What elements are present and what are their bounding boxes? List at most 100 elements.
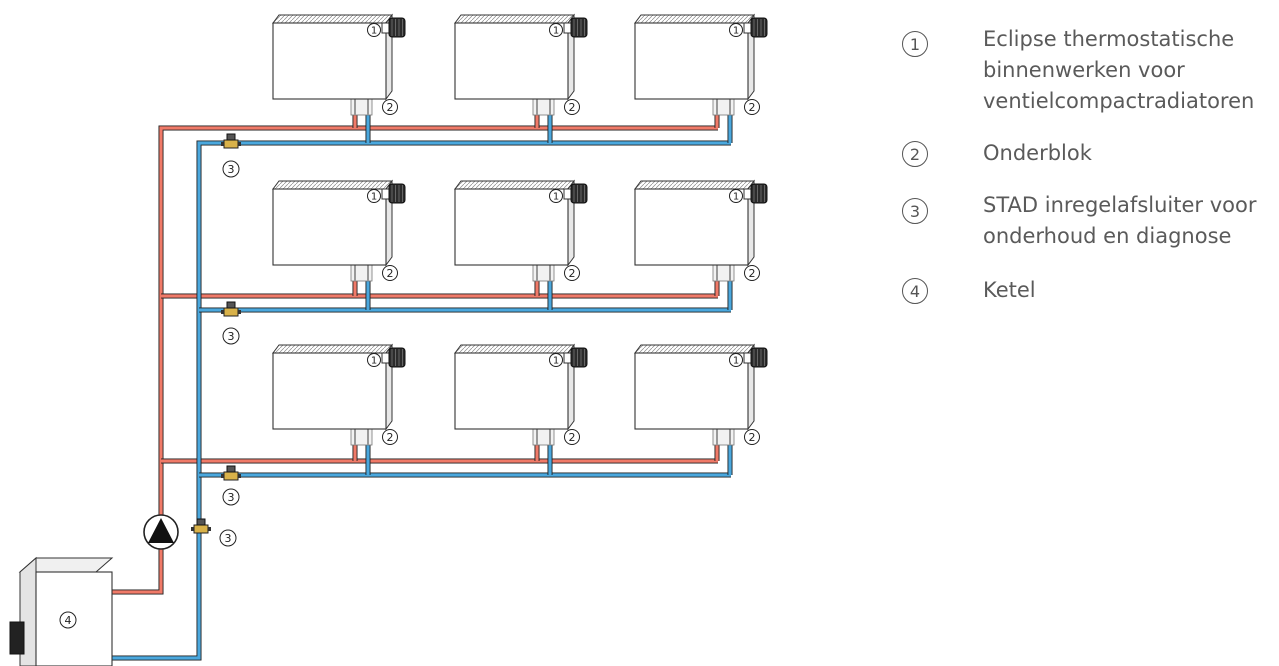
callout-label: 2 — [387, 267, 394, 280]
thermostat-knob — [388, 347, 406, 368]
valve-port — [191, 527, 194, 531]
legend-text-3: STAD inregelafsluiter voor onderhoud en … — [983, 190, 1279, 252]
callout-circle — [564, 265, 580, 281]
callout-circle — [744, 265, 760, 281]
callout-circle — [367, 189, 381, 203]
callout-circle — [382, 429, 398, 445]
thermostat-knob — [570, 183, 588, 204]
radiator-front — [454, 352, 569, 430]
callout-label: 4 — [65, 614, 72, 627]
radiator-top — [454, 344, 575, 354]
callout-label: 1 — [733, 192, 739, 203]
thermostat-knob — [750, 17, 768, 38]
thermostat-head-icon — [743, 17, 768, 38]
thermostat-head-icon — [563, 347, 588, 368]
callout-circle — [382, 99, 398, 115]
valve-body — [223, 307, 239, 317]
stad-valve-icon: 3 — [221, 133, 241, 178]
callout-label: 2 — [569, 267, 576, 280]
radiator-top — [634, 344, 755, 354]
callout-circle — [222, 327, 240, 345]
callout-label: 3 — [228, 163, 235, 176]
callout-circle — [744, 99, 760, 115]
callout-number: 3 — [222, 160, 240, 178]
callout-number: 2 — [564, 429, 580, 445]
thermostat-head-icon — [743, 347, 768, 368]
thermostat-neck — [381, 22, 390, 34]
radiator: 12 — [272, 179, 406, 282]
legend-line: ventielcompactradiatoren — [983, 89, 1255, 113]
callout-label: 3 — [225, 532, 232, 545]
callout-circle — [744, 429, 760, 445]
thermostat-head-icon — [563, 17, 588, 38]
thermostat-knob — [388, 183, 406, 204]
supply-pipes — [112, 114, 720, 595]
legend-line: binnenwerken voor — [983, 58, 1185, 82]
callout-label: 2 — [387, 431, 394, 444]
thermostat-knob — [388, 17, 406, 38]
radiator: 12 — [634, 13, 768, 116]
radiator: 12 — [634, 343, 768, 446]
stad-valve-icon: 3 — [191, 518, 237, 547]
thermostat-neck — [563, 352, 572, 364]
legend-number-1: 1 — [902, 31, 928, 57]
callout-label: 1 — [371, 26, 377, 37]
thermostat-neck — [743, 22, 752, 34]
valve-port — [221, 142, 224, 146]
callout-circle — [382, 265, 398, 281]
legend-line: STAD inregelafsluiter voor — [983, 193, 1257, 217]
legend-number-2: 2 — [902, 141, 928, 167]
callout-circle — [549, 23, 563, 37]
radiator: 12 — [454, 343, 588, 446]
valve-handwheel — [196, 518, 206, 526]
radiator-front — [634, 22, 749, 100]
callout-label: 1 — [553, 192, 559, 203]
callout-label: 1 — [733, 356, 739, 367]
callout-circle — [367, 23, 381, 37]
valve-port — [238, 310, 241, 314]
thermostat-neck — [381, 188, 390, 200]
callout-number: 2 — [744, 265, 760, 281]
callout-number: 2 — [564, 265, 580, 281]
radiator-front — [634, 352, 749, 430]
legend-text-1: Eclipse thermostatische binnenwerken voo… — [983, 24, 1279, 117]
radiator: 12 — [272, 343, 406, 446]
radiator: 12 — [454, 13, 588, 116]
callout-number: 4 — [59, 611, 77, 629]
valve-port — [221, 310, 224, 314]
callout-number: 1 — [549, 353, 563, 367]
thermostat-knob — [750, 347, 768, 368]
thermostat-neck — [563, 22, 572, 34]
valve-body — [193, 524, 209, 534]
boiler-burner — [9, 621, 25, 655]
callout-number: 1 — [367, 353, 381, 367]
callout-number: 1 — [367, 23, 381, 37]
radiator-top — [454, 14, 575, 24]
callout-label: 2 — [749, 431, 756, 444]
radiator-front — [272, 22, 387, 100]
thermostat-head-icon — [743, 183, 768, 204]
radiator-top — [634, 180, 755, 190]
callout-circle — [222, 160, 240, 178]
valve-handwheel — [226, 465, 236, 473]
valve-port — [208, 527, 211, 531]
thermostat-knob — [570, 17, 588, 38]
callout-label: 2 — [749, 101, 756, 114]
callout-number: 1 — [729, 353, 743, 367]
thermostat-knob — [750, 183, 768, 204]
callout-label: 1 — [371, 356, 377, 367]
callout-circle — [59, 611, 77, 629]
callout-circle — [222, 488, 240, 506]
radiator-front — [272, 188, 387, 266]
callout-circle — [729, 23, 743, 37]
stad-valve-icon: 3 — [221, 301, 241, 345]
radiator-top — [634, 14, 755, 24]
thermostat-neck — [563, 188, 572, 200]
callout-number: 1 — [549, 23, 563, 37]
valve-handwheel — [226, 301, 236, 309]
callout-label: 2 — [749, 267, 756, 280]
pump-triangle — [148, 518, 174, 543]
